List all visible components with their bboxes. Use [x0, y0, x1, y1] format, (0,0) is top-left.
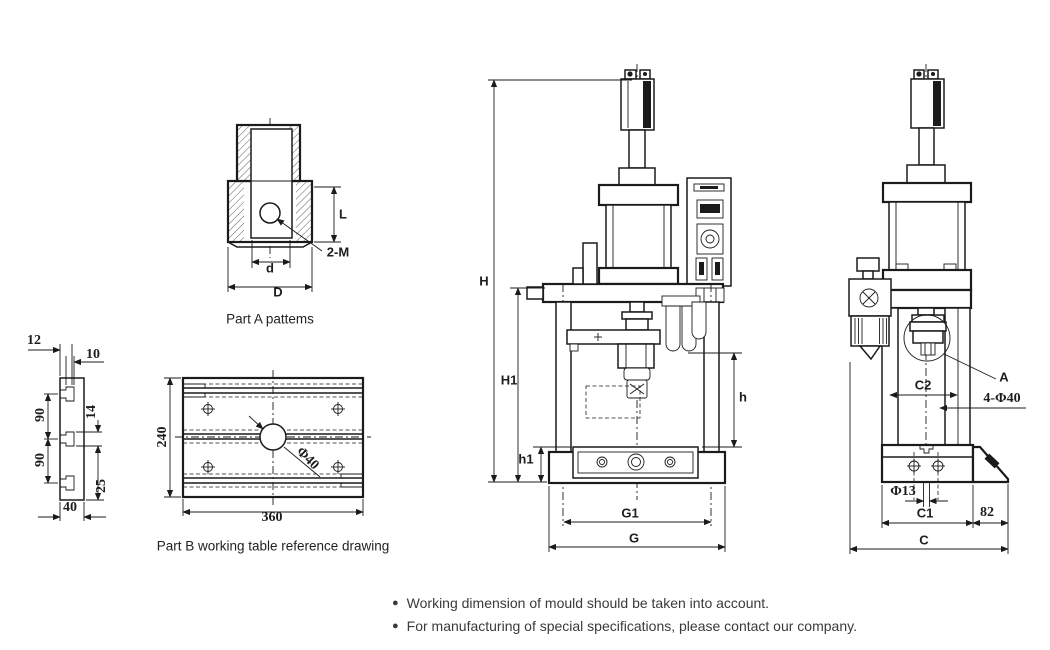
part-b-top-view — [164, 370, 371, 516]
dim-label-2M: 2-M — [326, 244, 350, 260]
dim-label-h: h — [739, 389, 747, 405]
dim-label-G: G — [628, 530, 640, 546]
bullet-icon: ● — [392, 597, 399, 609]
dim-label-h1: h1 — [518, 451, 534, 467]
dim-label-H: H — [479, 273, 489, 289]
front-view — [488, 64, 742, 552]
dim-label-12: 12 — [27, 333, 41, 348]
dim-label-C1: C1 — [916, 505, 934, 521]
side-view — [848, 64, 1026, 554]
dim-label-10: 10 — [86, 347, 100, 362]
note-text-2: For manufacturing of special specificati… — [406, 618, 857, 634]
dim-label-C: C — [919, 532, 929, 548]
dim-label-240: 240 — [155, 426, 170, 448]
note-text-1: Working dimension of mould should be tak… — [406, 595, 770, 611]
dim-label-D: D — [273, 284, 283, 300]
dim-label-40: 40 — [63, 500, 77, 515]
dim-label-82: 82 — [980, 505, 994, 520]
part-b-caption: Part B working table reference drawing — [156, 538, 390, 554]
dim-label-360: 360 — [261, 510, 283, 525]
part-a-caption: Part A pattems — [226, 311, 314, 327]
part-b-side-view — [28, 344, 106, 521]
dim-label-phi13: Φ13 — [890, 484, 916, 499]
dim-label-90-lower: 90 — [33, 453, 48, 467]
dim-label-C2: C2 — [914, 377, 932, 393]
detail-label-A: A — [999, 369, 1009, 385]
dim-label-H1: H1 — [500, 372, 518, 388]
dim-label-14: 14 — [84, 405, 99, 419]
dim-label-G1: G1 — [621, 505, 639, 521]
dim-label-d: d — [266, 260, 274, 276]
dim-label-4-phi40: 4-Φ40 — [983, 391, 1021, 406]
dim-label-25: 25 — [94, 479, 109, 493]
part-a-view — [226, 118, 341, 292]
note-line-1: ● Working dimension of mould should be t… — [392, 595, 769, 611]
dim-label-90-upper: 90 — [33, 408, 48, 422]
note-line-2: ● For manufacturing of special specifica… — [392, 618, 857, 634]
bullet-icon: ● — [392, 620, 399, 632]
dim-label-L: L — [339, 206, 347, 222]
